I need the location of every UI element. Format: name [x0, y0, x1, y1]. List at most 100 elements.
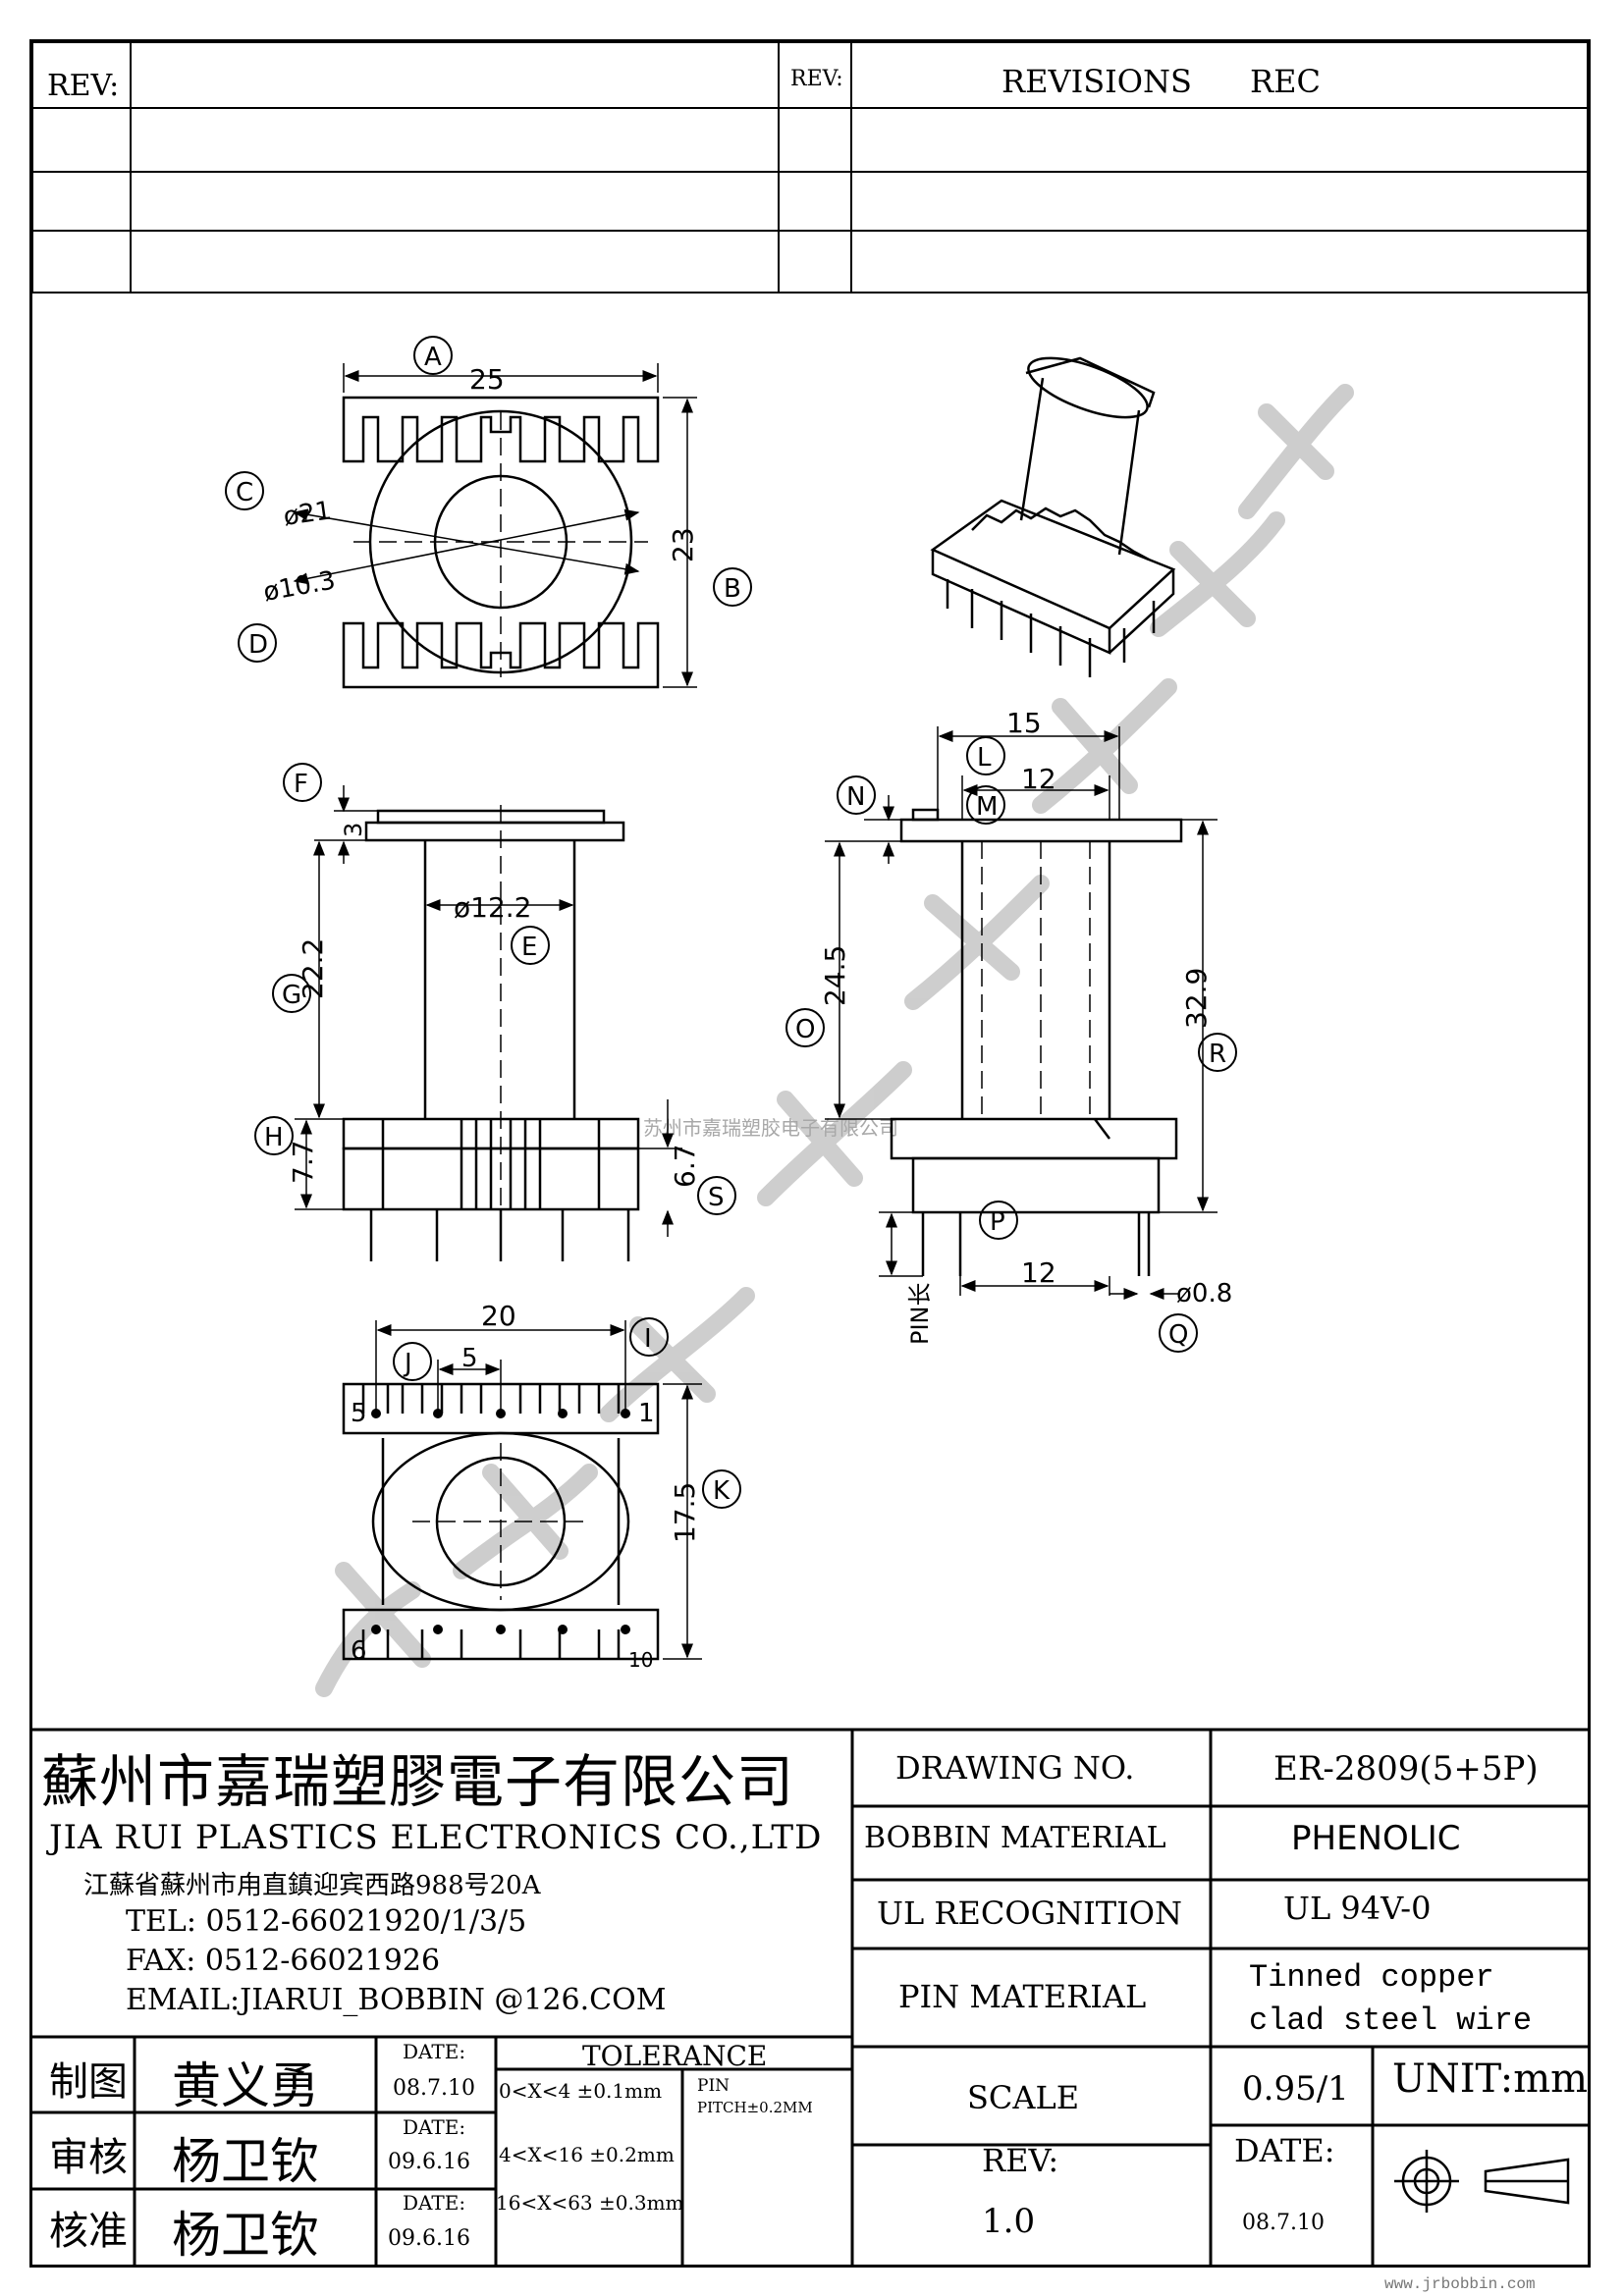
- right-dim-top: 15: [1006, 707, 1042, 739]
- marker-b: B: [713, 567, 752, 607]
- date-label: DATE:: [1234, 2132, 1335, 2169]
- svg-text:C: C: [236, 478, 253, 507]
- bobbin-material-value: PHENOLIC: [1291, 1819, 1461, 1858]
- right-dim-body: 24.5: [819, 945, 851, 1006]
- ul-recognition-value: UL 94V-0: [1283, 1890, 1432, 1927]
- company-name-en: JIA RUI PLASTICS ELECTRONICS CO.,LTD: [49, 1818, 823, 1857]
- side-view-left: [295, 785, 682, 1261]
- front-dim-height: 23: [667, 527, 699, 562]
- rev-value: 1.0: [982, 2202, 1036, 2241]
- drawing-no-value: ER-2809(5+5P): [1273, 1749, 1539, 1789]
- tolerance-row-1: 0<X<4 ±0.1mm: [499, 2079, 663, 2103]
- svg-text:N: N: [846, 782, 865, 812]
- marker-g: G: [272, 974, 311, 1013]
- right-dim-inner: 12: [1021, 763, 1056, 795]
- marker-e: E: [511, 926, 550, 965]
- approval-name-draw: 黄义勇: [172, 2057, 319, 2114]
- approval-name-approve: 杨卫钦: [172, 2207, 319, 2264]
- technical-drawings: 25 23 ø21 ø10.3 A B C D: [225, 336, 1237, 1672]
- watermark-caption: 苏州市嘉瑞塑胶电子有限公司: [643, 1116, 898, 1140]
- approval-role-draw: 制图: [49, 2059, 128, 2105]
- svg-text:D: D: [248, 630, 268, 660]
- svg-text:G: G: [282, 981, 301, 1010]
- pin-material-label: PIN MATERIAL: [898, 1978, 1147, 2015]
- marker-c: C: [225, 471, 264, 510]
- company-email: EMAIL:JIARUI_BOBBIN @126.COM: [126, 1983, 667, 2017]
- svg-text:Q: Q: [1168, 1320, 1188, 1350]
- company-address: 江蘇省蘇州市甪直鎮迎宾西路988号20A: [83, 1871, 541, 1900]
- svg-text:J: J: [403, 1349, 412, 1378]
- approval-date-label-review: DATE:: [403, 2115, 466, 2139]
- left-dim-base: 7.7: [287, 1140, 319, 1184]
- rec-label: REC: [1250, 63, 1321, 100]
- marker-m: M: [966, 785, 1005, 825]
- svg-text:K: K: [713, 1476, 731, 1506]
- left-dim-pin-base: 6.7: [669, 1144, 701, 1188]
- isometric-view: [930, 356, 1176, 677]
- tolerance-pin-label: PIN: [697, 2076, 731, 2096]
- svg-text:E: E: [521, 933, 537, 962]
- bobbin-material-label: BOBBIN MATERIAL: [864, 1821, 1166, 1855]
- marker-l: L: [966, 736, 1005, 775]
- bottom-view: [342, 1320, 702, 1661]
- bottom-dim-span: 20: [481, 1300, 516, 1332]
- right-dim-total: 32.9: [1180, 968, 1213, 1029]
- svg-text:S: S: [708, 1183, 725, 1212]
- tolerance-row-3: 16<X<63 ±0.3mm: [496, 2191, 684, 2215]
- front-view: [293, 363, 697, 689]
- company-fax: FAX: 0512-66021926: [126, 1944, 441, 1978]
- marker-k: K: [702, 1469, 741, 1509]
- marker-n: N: [837, 775, 876, 815]
- front-dim-outer-dia: ø21: [282, 496, 334, 532]
- rev-label: REV:: [982, 2142, 1059, 2179]
- right-dim-pin-pitch: 12: [1021, 1256, 1056, 1289]
- svg-text:L: L: [977, 743, 992, 773]
- rev-label-right: REV:: [790, 67, 843, 91]
- unit-label: UNIT:mm: [1392, 2056, 1589, 2102]
- date-value: 08.7.10: [1242, 2211, 1325, 2235]
- revisions-label: REVISIONS: [1001, 63, 1192, 100]
- left-dim-winding: 22.2: [297, 938, 329, 999]
- approval-date-label-approve: DATE:: [403, 2191, 466, 2215]
- pin-material-value-1: Tinned copper: [1249, 1959, 1494, 1996]
- marker-o: O: [785, 1008, 825, 1047]
- marker-r: R: [1198, 1033, 1237, 1072]
- pin-label-10: 10: [628, 1648, 653, 1672]
- left-dim-core-dia: ø12.2: [454, 891, 531, 924]
- front-dim-width: 25: [469, 363, 505, 396]
- pin-label-1: 1: [638, 1399, 655, 1428]
- watermark-graphic: [315, 384, 1354, 1697]
- marker-h: H: [254, 1116, 294, 1155]
- sheet-border: [29, 39, 1591, 2268]
- bottom-pin-dots: [371, 1409, 630, 1634]
- svg-text:O: O: [795, 1015, 815, 1044]
- ul-recognition-label: UL RECOGNITION: [877, 1895, 1182, 1932]
- svg-text:A: A: [424, 343, 442, 372]
- pin-material-value-2: clad steel wire: [1249, 2002, 1533, 2039]
- marker-p: P: [979, 1201, 1018, 1240]
- svg-text:H: H: [264, 1123, 284, 1152]
- approval-name-review: 杨卫钦: [172, 2133, 319, 2190]
- rev-label-left: REV:: [47, 69, 120, 103]
- pin-label-5: 5: [351, 1399, 367, 1428]
- tolerance-title: TOLERANCE: [582, 2040, 768, 2072]
- approval-date-draw: 08.7.10: [393, 2076, 475, 2101]
- revision-table: [31, 41, 1589, 294]
- tolerance-pin-pitch: PITCH±0.2MM: [697, 2099, 813, 2116]
- marker-q: Q: [1159, 1313, 1198, 1353]
- marker-d: D: [238, 623, 277, 663]
- company-name-cn: 蘇州市嘉瑞塑膠電子有限公司: [41, 1748, 795, 1815]
- approval-role-approve: 核准: [49, 2209, 128, 2254]
- svg-text:F: F: [294, 770, 308, 799]
- projection-symbol: [1394, 2150, 1570, 2213]
- footer-url: www.jrbobbin.com: [1384, 2275, 1536, 2293]
- approval-date-label-draw: DATE:: [403, 2040, 466, 2063]
- company-tel: TEL: 0512-66021920/1/3/5: [126, 1904, 527, 1939]
- marker-f: F: [283, 763, 322, 802]
- svg-text:B: B: [724, 574, 741, 604]
- left-dim-flange: 3: [340, 823, 367, 837]
- marker-s: S: [697, 1176, 736, 1215]
- svg-text:I: I: [644, 1324, 652, 1354]
